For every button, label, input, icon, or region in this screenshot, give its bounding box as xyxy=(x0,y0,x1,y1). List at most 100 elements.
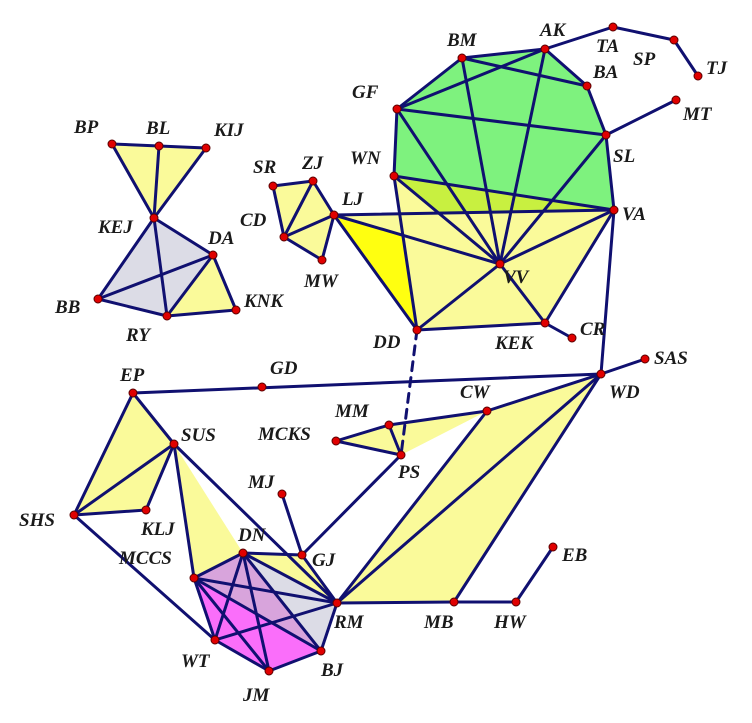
node-label-sus: SUS xyxy=(181,425,216,446)
node-knk xyxy=(231,305,241,315)
node-label-wt: WT xyxy=(181,651,211,672)
node-label-mm: MM xyxy=(334,401,370,422)
node-label-rm: RM xyxy=(333,612,365,633)
node-gd xyxy=(257,382,267,392)
node-ep xyxy=(128,388,138,398)
edge-wn-va xyxy=(392,174,616,212)
edge-wn-vv xyxy=(392,174,502,266)
node-label-lj: LJ xyxy=(341,189,364,210)
edge-gf-wn xyxy=(392,107,399,178)
edge-bj-rm xyxy=(319,601,339,653)
node-label-mccs: MCCS xyxy=(118,548,172,569)
node-ta xyxy=(608,22,618,32)
edge-cw-mm xyxy=(387,409,489,427)
region-sr-zj-cd xyxy=(273,181,313,237)
edge-lj-dd xyxy=(332,213,419,332)
node-label-cw: CW xyxy=(460,382,491,403)
edge-va-vv xyxy=(498,208,616,266)
edge-kek-cr xyxy=(543,321,574,340)
node-bb xyxy=(93,294,103,304)
region-sus-dn-mccs xyxy=(174,444,243,578)
node-mt xyxy=(671,95,681,105)
node-bl xyxy=(154,141,164,151)
edge-mm-ps xyxy=(387,423,403,457)
node-va xyxy=(609,205,619,215)
edge-cd-lj xyxy=(282,213,336,239)
node-wd xyxy=(596,369,606,379)
edge-gf-vv xyxy=(395,107,502,266)
node-label-bb: BB xyxy=(54,297,80,318)
edge-kej-da xyxy=(152,216,215,257)
node-label-dd: DD xyxy=(372,332,401,353)
node-ba xyxy=(582,81,592,91)
edge-ep-sus xyxy=(131,391,176,446)
edge-cd-mw xyxy=(282,235,324,262)
node-sus xyxy=(169,439,179,449)
edge-ep-shs xyxy=(72,391,135,517)
node-label-kij: KIJ xyxy=(213,120,244,141)
node-bp xyxy=(107,139,117,149)
node-gf xyxy=(392,104,402,114)
node-jm xyxy=(264,666,274,676)
edge-sl-va xyxy=(604,133,616,212)
node-label-va: VA xyxy=(622,204,646,225)
edge-lj-va xyxy=(332,208,616,217)
edge-bm-ak xyxy=(460,47,547,60)
edge-sus-rm xyxy=(172,442,339,605)
edge-va-kek xyxy=(543,208,616,325)
node-klj xyxy=(141,505,151,515)
node-mcks xyxy=(331,436,341,446)
edge-mcks-mm xyxy=(334,423,391,443)
edge-shs-klj xyxy=(72,508,148,517)
edge-dn-rm xyxy=(241,551,339,605)
edge-wd-cw xyxy=(485,372,603,413)
edge-sl-mt xyxy=(604,98,678,137)
edge-sr-zj xyxy=(271,179,315,188)
node-label-klj: KLJ xyxy=(140,519,175,540)
edge-ak-vv xyxy=(498,47,547,266)
region-cd-lj-mw xyxy=(284,215,334,260)
edge-bb-da xyxy=(96,253,215,301)
node-ak xyxy=(540,44,550,54)
edge-bl-kij xyxy=(157,144,208,150)
node-label-tj: TJ xyxy=(706,58,728,79)
node-label-bl: BL xyxy=(145,118,170,139)
edge-bp-bl xyxy=(110,142,161,148)
edge-kij-kej xyxy=(152,146,208,220)
edge-zj-lj xyxy=(311,179,336,217)
edge-wt-jm xyxy=(213,638,271,673)
edge-da-ry xyxy=(165,253,215,318)
node-label-ps: PS xyxy=(397,462,420,483)
edge-sus-shs xyxy=(72,442,176,517)
node-label-mt: MT xyxy=(682,104,713,125)
region-va-vv-kek xyxy=(500,210,614,323)
region-mcks-mm-ps xyxy=(336,425,401,455)
node-layer xyxy=(69,22,703,676)
node-label-zj: ZJ xyxy=(301,153,324,174)
node-label-ry: RY xyxy=(125,325,152,346)
node-gj xyxy=(297,550,307,560)
node-label-kej: KEJ xyxy=(97,217,133,238)
edge-wd-mb xyxy=(452,372,603,604)
node-cd xyxy=(279,232,289,242)
edge-vv-kek xyxy=(498,262,547,325)
node-label-cd: CD xyxy=(240,210,267,231)
edge-ps-gj xyxy=(300,453,403,557)
edge-cw-rm xyxy=(335,409,489,605)
node-label-mcks: MCKS xyxy=(257,424,311,445)
node-sas xyxy=(640,354,650,364)
node-label-gj: GJ xyxy=(312,550,336,571)
edge-sus-klj xyxy=(144,442,176,512)
region-ep-sus-shs xyxy=(74,393,174,515)
node-label-dn: DN xyxy=(237,525,267,546)
edge-lj-mw xyxy=(320,213,336,262)
edge-dd-ps xyxy=(399,328,419,457)
node-label-eb: EB xyxy=(561,545,587,566)
node-sr xyxy=(268,181,278,191)
node-ps xyxy=(396,450,406,460)
edge-kej-bb xyxy=(96,216,156,301)
node-dn xyxy=(238,548,248,558)
